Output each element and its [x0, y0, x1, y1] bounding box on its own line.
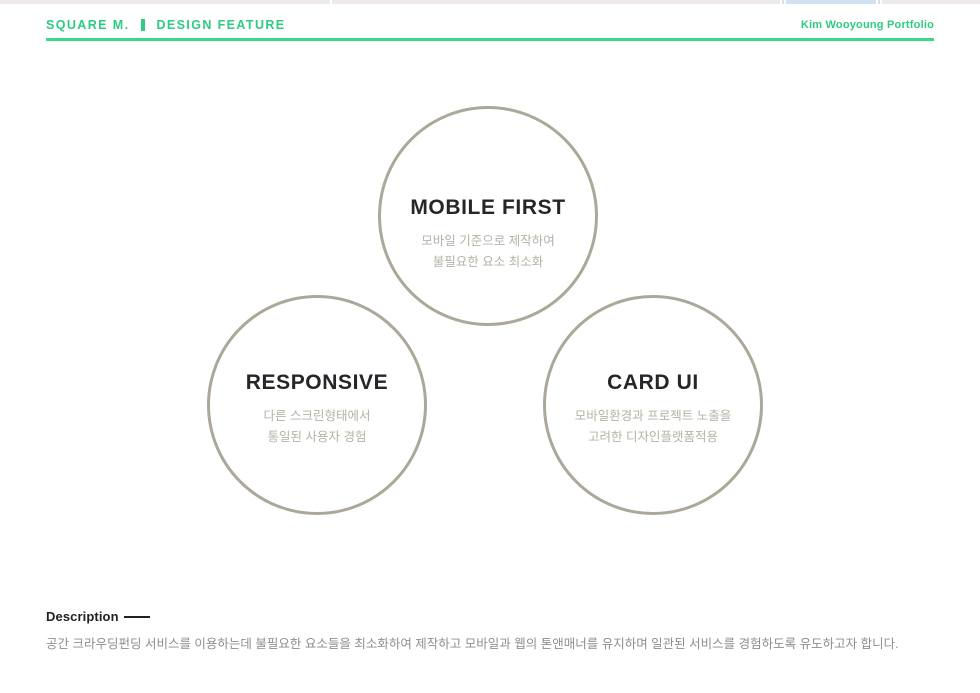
feature-description: 모바일 기준으로 제작하여 불필요한 요소 최소화 — [421, 231, 554, 273]
brand-label: SQUARE M. — [46, 18, 130, 32]
description-heading: Description — [46, 609, 119, 624]
chrome-strip-segment — [332, 0, 780, 4]
chrome-strip-active-tab — [786, 0, 876, 4]
feature-circle-card-ui: CARD UI 모바일환경과 프로젝트 노출을 고려한 디자인플랫폼적용 — [543, 295, 763, 515]
chrome-strip-segment — [882, 0, 980, 4]
feature-title: MOBILE FIRST — [410, 196, 566, 219]
feature-circle-mobile-first: MOBILE FIRST 모바일 기준으로 제작하여 불필요한 요소 최소화 — [378, 106, 598, 326]
feature-description-line: 통일된 사용자 경험 — [267, 430, 367, 444]
feature-description-line: 다른 스크린형태에서 — [263, 409, 371, 423]
browser-chrome-remnant — [0, 0, 980, 5]
feature-description-line: 불필요한 요소 최소화 — [432, 255, 544, 269]
description-section: Description 공간 크라우딩펀딩 서비스를 이용하는데 불필요한 요소… — [46, 609, 934, 654]
feature-title: RESPONSIVE — [245, 371, 389, 394]
separator-bar-icon — [141, 19, 146, 31]
feature-circle-responsive: RESPONSIVE 다른 스크린형태에서 통일된 사용자 경험 — [207, 295, 427, 515]
header-title-group: SQUARE M. DESIGN FEATURE — [46, 18, 286, 32]
chrome-strip-divider — [878, 0, 880, 4]
feature-circles-group: MOBILE FIRST 모바일 기준으로 제작하여 불필요한 요소 최소화 R… — [207, 106, 763, 515]
description-body: 공간 크라우딩펀딩 서비스를 이용하는데 불필요한 요소들을 최소화하여 제작하… — [46, 637, 899, 651]
header-divider — [46, 38, 934, 41]
chrome-strip-segment — [0, 0, 330, 4]
chrome-strip-divider — [782, 0, 784, 4]
section-title: DESIGN FEATURE — [156, 18, 286, 32]
feature-title: CARD UI — [607, 371, 699, 394]
feature-description-line: 모바일 기준으로 제작하여 — [421, 234, 555, 248]
feature-description: 다른 스크린형태에서 통일된 사용자 경험 — [264, 406, 371, 448]
feature-description-line: 모바일환경과 프로젝트 노출을 — [574, 409, 732, 423]
feature-description: 모바일환경과 프로젝트 노출을 고려한 디자인플랫폼적용 — [575, 406, 731, 448]
description-heading-row: Description — [46, 609, 934, 624]
feature-description-line: 고려한 디자인플랫폼적용 — [588, 430, 718, 444]
portfolio-owner-label: Kim Wooyoung Portfolio — [800, 19, 934, 31]
description-heading-underline — [123, 616, 150, 618]
page-header: SQUARE M. DESIGN FEATURE Kim Wooyoung Po… — [46, 18, 934, 44]
